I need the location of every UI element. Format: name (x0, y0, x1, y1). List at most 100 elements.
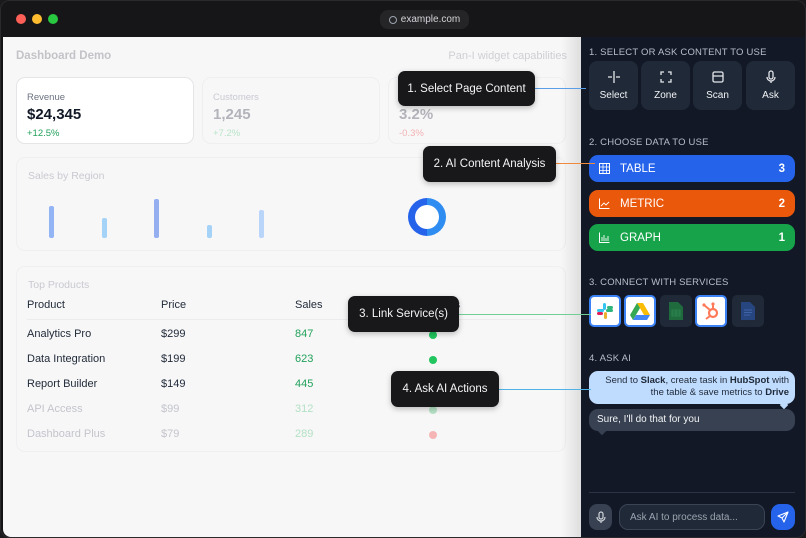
product-sales: 445 (295, 378, 314, 390)
microphone-icon (765, 70, 776, 83)
data-type-graph-button[interactable]: GRAPH 1 (589, 224, 795, 251)
tool-label: Select (599, 90, 628, 101)
product-price: $99 (161, 403, 180, 415)
product-name: Data Integration (27, 353, 106, 365)
metric-change: +7.2% (213, 128, 241, 139)
ask-tool-button[interactable]: Ask (746, 61, 795, 110)
maximize-window-button[interactable] (48, 14, 58, 24)
service-google-drive-button[interactable] (624, 295, 656, 327)
product-name: Dashboard Plus (27, 428, 106, 440)
column-header-product: Product (27, 299, 65, 311)
product-price: $199 (161, 353, 186, 365)
status-dot (429, 431, 437, 439)
page-subtitle: Pan-I widget capabilities (448, 50, 567, 62)
send-paper-plane-icon (777, 511, 789, 523)
tool-label: Scan (706, 90, 729, 101)
tool-label: Ask (762, 90, 779, 101)
product-price: $79 (161, 428, 180, 440)
microphone-icon (595, 510, 606, 523)
table-icon (599, 163, 610, 174)
slack-icon (597, 303, 613, 319)
line-chart-icon (599, 198, 610, 209)
data-type-count: 1 (778, 231, 785, 244)
data-type-label: METRIC (620, 197, 665, 210)
message-text: , create task in (665, 375, 730, 386)
globe-icon (388, 15, 397, 24)
chart-bar (102, 218, 107, 238)
scan-tool-button[interactable]: Scan (693, 61, 742, 110)
panel-title: Top Products (28, 279, 90, 291)
product-name: Report Builder (27, 378, 98, 390)
google-sheets-icon (669, 302, 683, 320)
title-bar: example.com (1, 1, 805, 37)
service-hubspot-button[interactable] (695, 295, 727, 327)
tooltip-select-page-content: 1. Select Page Content (398, 71, 535, 106)
chat-divider (589, 492, 795, 493)
metric-value: 3.2% (399, 106, 434, 123)
tooltip-ai-content-analysis: 2. AI Content Analysis (423, 146, 556, 182)
connector-line-step4 (497, 389, 591, 390)
select-tool-button[interactable]: Select (589, 61, 638, 110)
tool-label: Zone (654, 90, 677, 101)
voice-input-button[interactable] (589, 504, 612, 530)
ai-widget-sidebar: 1. SELECT OR ASK CONTENT TO USE Select Z… (581, 37, 805, 537)
chart-bar (207, 225, 212, 238)
data-type-count: 2 (778, 197, 785, 210)
user-message-bubble: Send to Slack, create task in HubSpot wi… (589, 371, 795, 404)
column-header-sales: Sales (295, 299, 323, 311)
service-google-docs-button[interactable] (732, 295, 764, 327)
service-slack-button[interactable] (589, 295, 621, 327)
url-text: example.com (400, 14, 461, 25)
product-price: $299 (161, 328, 186, 340)
metric-value: 1,245 (213, 106, 251, 123)
data-type-metric-button[interactable]: METRIC 2 (589, 190, 795, 217)
data-type-table-button[interactable]: TABLE 3 (589, 155, 795, 182)
dashboard-page: Dashboard Demo Pan-I widget capabilities… (3, 37, 581, 537)
metric-card-revenue[interactable]: Revenue $24,345 +12.5% (16, 77, 194, 144)
google-docs-icon (741, 302, 755, 320)
product-sales: 623 (295, 353, 314, 365)
message-bold-hubspot: HubSpot (729, 375, 770, 386)
send-button[interactable] (771, 504, 795, 530)
header-divider (27, 319, 547, 320)
data-type-count: 3 (778, 162, 785, 175)
column-header-price: Price (161, 299, 187, 311)
minimize-window-button[interactable] (32, 14, 42, 24)
service-google-sheets-button[interactable] (660, 295, 692, 327)
product-name: Analytics Pro (27, 328, 92, 340)
metric-change: +12.5% (27, 128, 60, 139)
product-sales: 289 (295, 428, 314, 440)
ask-ai-input[interactable] (619, 504, 765, 530)
ai-message-bubble: Sure, I'll do that for you (589, 409, 795, 431)
zone-frame-icon (659, 71, 672, 83)
message-bold-slack: Slack (640, 375, 666, 386)
crosshair-icon (607, 71, 620, 83)
product-price: $149 (161, 378, 186, 390)
google-drive-icon (630, 303, 650, 320)
section-title-ask-ai: 4. ASK AI (589, 353, 631, 364)
message-bold-drive: Drive (765, 387, 789, 398)
close-window-button[interactable] (16, 14, 26, 24)
product-name: API Access (27, 403, 83, 415)
metric-value: $24,345 (27, 106, 82, 123)
metric-change: -0.3% (399, 128, 424, 139)
section-title-choose-data: 2. CHOOSE DATA TO USE (589, 137, 709, 148)
tooltip-link-services: 3. Link Service(s) (348, 296, 459, 332)
metric-card-customers[interactable]: Customers 1,245 +7.2% (202, 77, 380, 144)
status-dot (429, 356, 437, 364)
chart-bar (49, 206, 54, 238)
data-type-label: TABLE (620, 162, 656, 175)
address-bar[interactable]: example.com (380, 10, 469, 29)
section-title-select: 1. SELECT OR ASK CONTENT TO USE (589, 47, 767, 58)
hubspot-icon (702, 302, 719, 320)
panel-title: Sales by Region (28, 170, 105, 182)
tooltip-ask-ai-actions: 4. Ask AI Actions (391, 371, 499, 407)
zone-tool-button[interactable]: Zone (641, 61, 690, 110)
message-text: Send to (605, 375, 641, 386)
data-type-label: GRAPH (620, 231, 661, 244)
product-sales: 312 (295, 403, 314, 415)
page-title: Dashboard Demo (16, 50, 112, 62)
scan-window-icon (711, 71, 724, 83)
top-products-panel[interactable]: Top Products Product Price Sales Status … (16, 266, 566, 452)
